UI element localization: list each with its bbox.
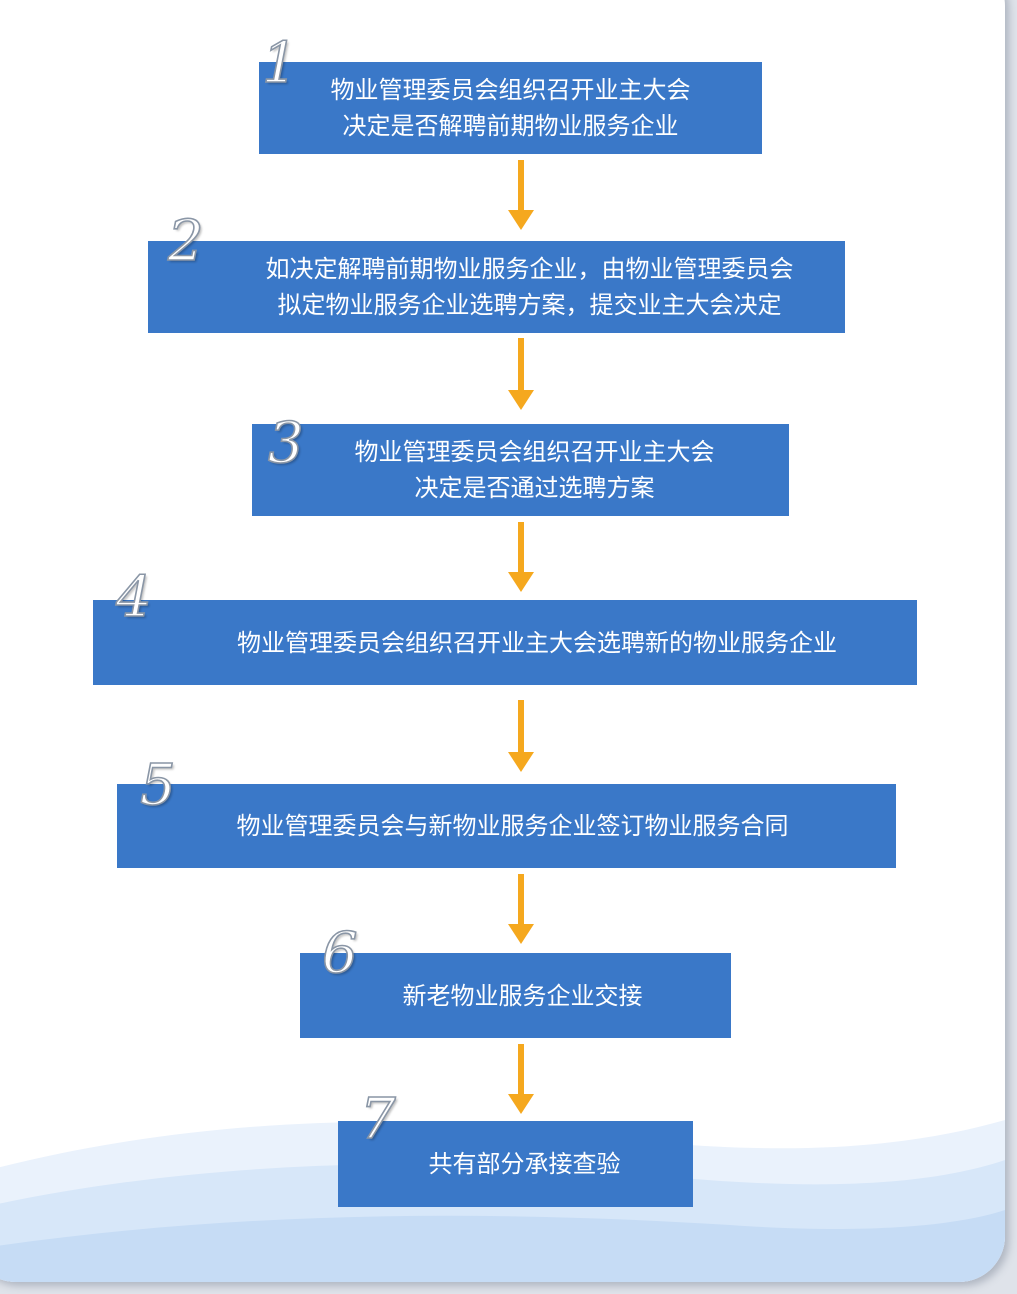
step-2-number: 2 xyxy=(167,209,204,274)
arrow-6-to-7 xyxy=(508,1044,534,1114)
step-4-line-1: 物业管理委员会组织召开业主大会选聘新的物业服务企业 xyxy=(237,628,837,657)
step-1-line-2: 决定是否解聘前期物业服务企业 xyxy=(342,112,679,140)
step-3-number: 3 xyxy=(267,411,304,476)
step-6-box: 新老物业服务企业交接 xyxy=(300,953,731,1038)
step-7-number: 7 xyxy=(359,1087,396,1152)
step-2-line-1: 如决定解聘前期物业服务企业，由物业管理委员会 xyxy=(265,255,794,283)
step-3-line-1: 物业管理委员会组织召开业主大会 xyxy=(354,438,715,466)
step-3-line-2: 决定是否通过选聘方案 xyxy=(414,474,655,502)
step-7-line-1: 共有部分承接查验 xyxy=(428,1150,621,1178)
step-5-number: 5 xyxy=(139,753,176,818)
step-6-line-1: 新老物业服务企业交接 xyxy=(402,981,643,1010)
step-7-box: 共有部分承接查验 xyxy=(338,1121,693,1207)
step-5-line-1: 物业管理委员会与新物业服务企业签订物业服务合同 xyxy=(236,812,789,840)
step-1-box: 物业管理委员会组织召开业主大会 决定是否解聘前期物业服务企业 xyxy=(259,62,762,154)
arrow-3-to-4 xyxy=(508,522,534,592)
step-6-number: 6 xyxy=(321,921,358,986)
wave-dark xyxy=(0,1210,1005,1282)
step-4-number: 4 xyxy=(115,565,152,630)
arrow-1-to-2 xyxy=(508,160,534,230)
step-5-box: 物业管理委员会与新物业服务企业签订物业服务合同 xyxy=(117,784,896,868)
step-2-line-2: 拟定物业服务企业选聘方案，提交业主大会决定 xyxy=(277,291,782,319)
step-1-line-1: 物业管理委员会组织召开业主大会 xyxy=(330,76,691,104)
arrow-5-to-6 xyxy=(508,874,534,944)
step-4-box: 物业管理委员会组织召开业主大会选聘新的物业服务企业 xyxy=(93,600,917,685)
arrow-2-to-3 xyxy=(508,338,534,410)
arrow-4-to-5 xyxy=(508,700,534,772)
step-3-box: 物业管理委员会组织召开业主大会 决定是否通过选聘方案 xyxy=(252,424,789,516)
step-2-box: 如决定解聘前期物业服务企业，由物业管理委员会 拟定物业服务企业选聘方案，提交业主… xyxy=(148,241,845,333)
step-1-number: 1 xyxy=(261,31,298,96)
